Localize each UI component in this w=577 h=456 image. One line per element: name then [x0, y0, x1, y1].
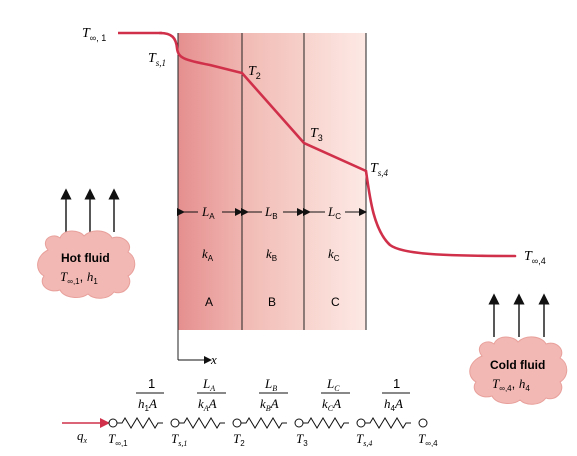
cold-fluid-title: Cold fluid [490, 358, 545, 372]
resistor-2 [179, 417, 225, 429]
svg-text:C: C [331, 295, 340, 309]
svg-text:kC: kC [328, 246, 340, 263]
layer-c-labels: LC kC C [327, 204, 341, 309]
svg-text:h1A: h1A [138, 396, 157, 413]
svg-text:B: B [268, 295, 276, 309]
svg-text:kA: kA [202, 246, 214, 263]
resistor-4 [303, 417, 349, 429]
cold-fluid-blob [469, 336, 568, 405]
svg-text:1: 1 [393, 376, 400, 391]
resistance-4: LC kCA [321, 376, 350, 413]
circuit-node-2 [170, 418, 180, 428]
circuit-node-6 [418, 418, 428, 428]
svg-text:LA: LA [202, 376, 215, 393]
resistance-2: LA kAA [197, 376, 226, 413]
svg-text:kCA: kCA [322, 396, 341, 413]
label-t-inf1: T∞, 1 [82, 26, 106, 43]
svg-text:kBA: kBA [260, 396, 279, 413]
layer-b-labels: LB kB B [264, 204, 278, 309]
label-t-2: T2 [248, 64, 261, 81]
resistance-5: 1 h4A [382, 376, 410, 413]
circuit-node-label-2: Ts,1 [171, 431, 187, 448]
label-t-s1: Ts,1 [148, 51, 166, 68]
circuit-node-label-3: T2 [233, 431, 245, 448]
svg-text:LB: LB [264, 204, 278, 221]
svg-text:LB: LB [264, 376, 277, 393]
heat-flow-label: qx [77, 428, 88, 445]
layer-a-region [178, 33, 242, 330]
layer-b-region [242, 33, 304, 330]
layer-a-labels: LA kA A [201, 204, 215, 309]
circuit-node-label-5: Ts,4 [356, 431, 372, 448]
circuit-node-4 [294, 418, 304, 428]
label-t-s4: Ts,4 [370, 161, 389, 178]
circuit-node-label-4: T3 [296, 431, 308, 448]
svg-text:kAA: kAA [198, 396, 217, 413]
svg-text:LA: LA [201, 204, 215, 221]
layer-c-region [304, 33, 366, 330]
circuit-node-label-1: T∞,1 [108, 431, 128, 448]
resistor-3 [241, 417, 287, 429]
hot-fluid-blob [37, 230, 136, 299]
hot-fluid-arrows [60, 188, 120, 232]
label-t-3: T3 [310, 126, 323, 143]
svg-text:A: A [205, 295, 213, 309]
circuit-node-label-6: T∞,4 [418, 431, 438, 448]
temperature-profile [158, 31, 517, 258]
svg-text:h4A: h4A [384, 396, 403, 413]
hot-fluid-params: T∞,1, h1 [60, 269, 98, 286]
svg-text:LC: LC [327, 204, 341, 221]
x-axis-label: x [210, 352, 217, 367]
circuit-node-3 [232, 418, 242, 428]
svg-text:1: 1 [148, 376, 155, 391]
heat-flow-arrowhead [100, 418, 110, 428]
resistor-5 [365, 417, 411, 429]
cold-fluid-arrows [488, 293, 550, 337]
resistor-1 [117, 417, 163, 429]
thermal-circuit [108, 417, 428, 429]
resistance-1: 1 h1A [136, 376, 164, 413]
svg-text:kB: kB [266, 246, 277, 263]
hot-fluid-title: Hot fluid [61, 251, 110, 265]
svg-text:LC: LC [326, 376, 340, 393]
resistance-3: LB kBA [259, 376, 288, 413]
circuit-node-5 [356, 418, 366, 428]
cold-fluid-params: T∞,4, h4 [492, 376, 530, 393]
label-t-inf4: T∞,4 [524, 249, 546, 266]
circuit-node-1 [108, 418, 118, 428]
